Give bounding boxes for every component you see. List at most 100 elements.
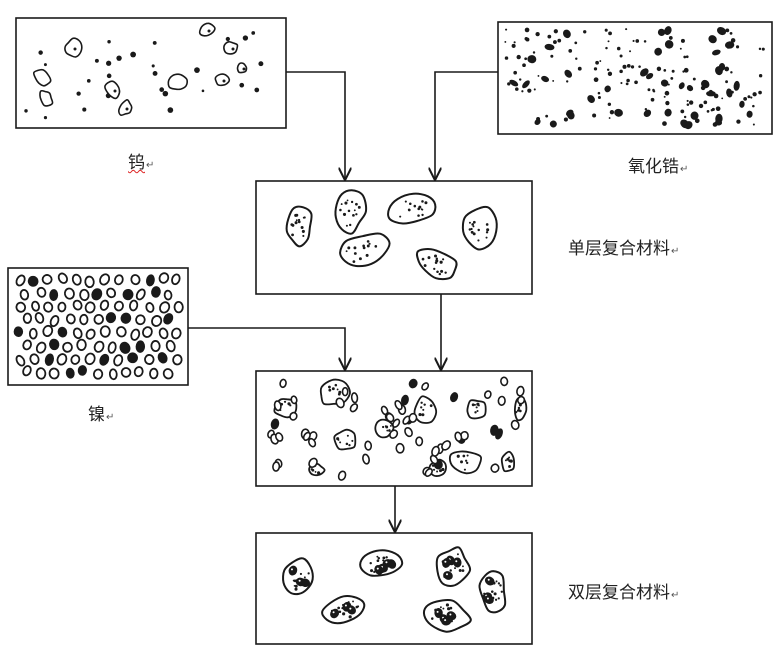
zirconia-particle <box>680 119 690 129</box>
zirconia-particle <box>644 108 648 111</box>
zirconia-particle <box>608 117 611 119</box>
zirconia-particle <box>761 47 765 51</box>
inclusion-dot <box>490 590 494 593</box>
zirconia-particle <box>680 109 685 114</box>
zirconia-particle <box>701 79 710 89</box>
mixed-nickel-particle <box>408 378 418 389</box>
composite-particle <box>334 189 368 235</box>
inclusion-dot <box>340 203 343 205</box>
zirconia-particle <box>537 74 540 77</box>
return-mark: ↵ <box>106 412 115 423</box>
nickel-core-highlight <box>344 604 347 607</box>
nickel-particle <box>158 272 170 284</box>
nickel-particle <box>145 302 155 313</box>
mixed-nickel-particle <box>385 412 395 423</box>
label-text: 单层复合材料 <box>568 239 670 259</box>
tungsten-dot <box>162 90 169 97</box>
inclusion-dot <box>303 216 306 219</box>
zirconia-particle <box>547 34 552 39</box>
inclusion-dot <box>497 582 501 585</box>
zirconia-particle <box>726 88 733 98</box>
inclusion-dot <box>477 228 480 232</box>
inclusion-dot <box>418 412 422 417</box>
mixed-composite-particle <box>500 450 516 473</box>
nickel-core-grain <box>374 564 384 575</box>
zirconia-particle <box>504 56 509 60</box>
tungsten-grain-dot <box>73 47 77 51</box>
zirconia-particle <box>516 54 521 60</box>
inclusion-dot <box>290 223 294 227</box>
nickel-particle <box>122 288 134 301</box>
inclusion-dot <box>376 559 380 563</box>
nickel-particle <box>142 326 153 338</box>
inclusion-dot <box>440 269 444 273</box>
zirconia-particles <box>504 26 765 130</box>
inclusion-dot <box>353 252 357 255</box>
zirconia-particle <box>513 70 517 75</box>
nickel-core-grain <box>453 557 462 568</box>
tungsten-grain <box>167 73 189 91</box>
inclusion-dot <box>421 213 424 217</box>
nickel-core-highlight <box>449 613 452 616</box>
nickel-particle <box>19 289 30 301</box>
inclusion-dot <box>399 215 402 218</box>
zirconia-particle <box>721 97 724 100</box>
inclusion-dot <box>287 402 291 406</box>
nickel-particle <box>27 275 39 287</box>
zirconia-particle <box>505 28 508 31</box>
tungsten-dot <box>167 107 174 113</box>
inclusion-dot <box>347 246 351 250</box>
inclusion-dot <box>369 561 372 565</box>
zirconia-particle <box>643 109 652 118</box>
zirconia-particle <box>657 28 666 36</box>
zirconia-particle <box>595 60 599 65</box>
mixed-nickel-particle <box>273 400 282 412</box>
zirconia-particle <box>604 85 611 93</box>
inclusion-dot <box>347 209 351 213</box>
zirconia-particle <box>667 83 670 86</box>
zirconia-particle <box>640 68 649 77</box>
mixed-composite-particle <box>413 395 438 424</box>
inclusion-dot <box>291 233 294 237</box>
nickel-particle <box>92 368 104 380</box>
nickel-particle <box>93 313 104 325</box>
tungsten-dot <box>239 82 245 88</box>
nickel-particle <box>149 367 159 380</box>
inclusion-dot <box>353 209 356 212</box>
nickel-particle <box>57 272 68 284</box>
inclusion-dot <box>310 468 314 471</box>
inclusion-dot <box>438 272 442 276</box>
inclusion-dot <box>413 204 417 208</box>
zirconia-particle <box>671 69 675 73</box>
inclusion-dot <box>466 454 469 457</box>
inclusion-dot <box>477 239 480 242</box>
mixed-nickel-particle <box>421 382 430 391</box>
zirconia-particle <box>736 119 741 124</box>
nickel-particle <box>34 312 45 324</box>
zirconia-particle <box>619 69 623 74</box>
zirconia-particle <box>563 117 568 122</box>
inclusion-dot <box>485 223 489 226</box>
inclusion-dot <box>337 606 341 610</box>
tungsten-particles <box>24 22 264 120</box>
tungsten-dot <box>116 55 122 61</box>
inclusion-dot <box>350 200 354 204</box>
zirconia-particle <box>725 80 728 84</box>
inclusion-dot <box>435 259 439 263</box>
inclusion-dot <box>404 200 407 203</box>
zirconia-particle <box>533 88 536 91</box>
zirconia-particle <box>630 65 635 69</box>
nickel-particle <box>77 365 87 376</box>
inclusion-dot <box>352 213 355 217</box>
inclusion-dot <box>465 459 468 462</box>
zirconia-particle <box>724 41 735 49</box>
nickel-particle <box>116 326 127 338</box>
zirconia-particle <box>729 31 733 35</box>
inclusion-dot <box>475 406 478 409</box>
mixed-nickel-particle <box>429 454 439 465</box>
zirconia-label: 氧化锆↵ <box>628 152 688 177</box>
tungsten-dot <box>38 50 43 55</box>
inclusion-dot <box>384 425 387 428</box>
composite-particle <box>339 232 391 268</box>
mixed-nickel-particle <box>389 429 399 439</box>
